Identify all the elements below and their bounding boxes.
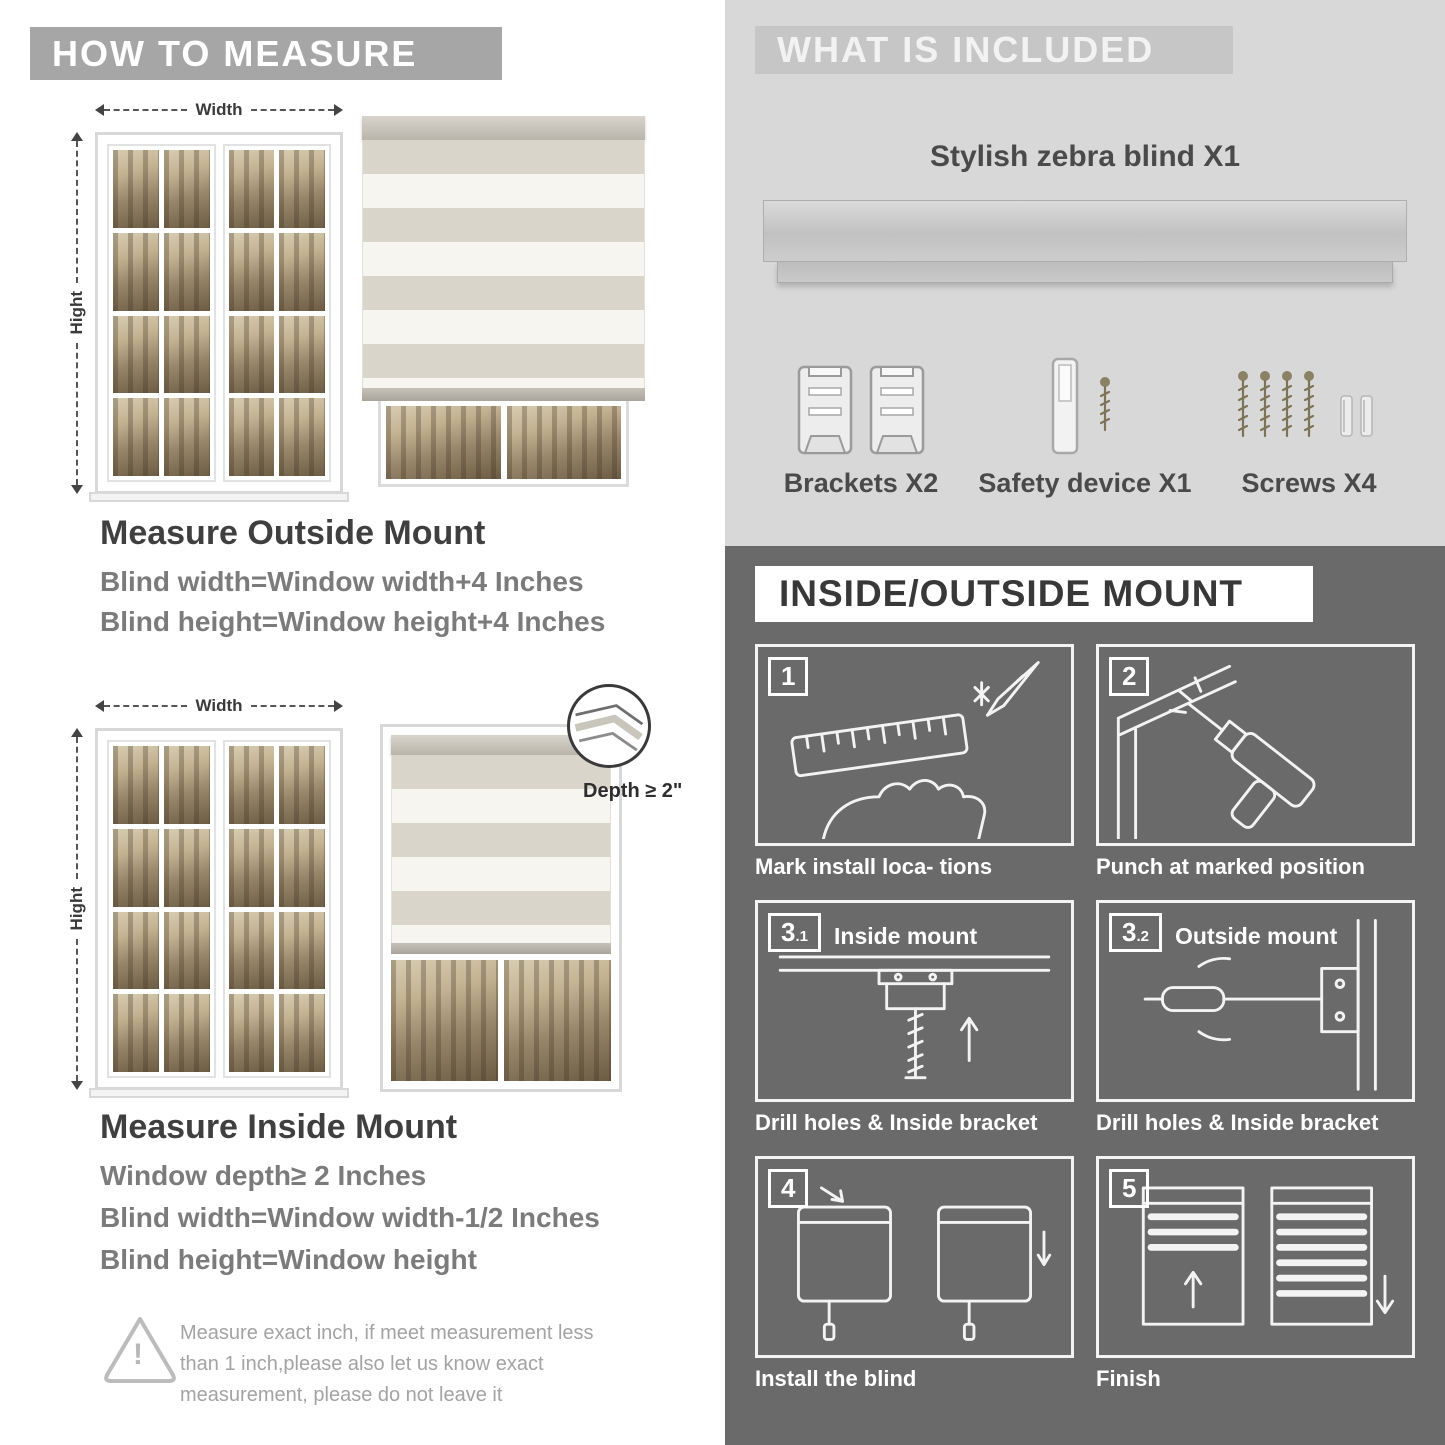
screws-label: Screws X4 <box>1241 468 1377 498</box>
step-number-badge: 1 <box>768 657 809 697</box>
window-below-blind <box>391 954 611 1081</box>
arrow-down-icon <box>71 485 83 494</box>
arrow-left-icon <box>95 700 104 712</box>
blind-stripes <box>362 140 645 388</box>
safety-device-icon <box>1039 330 1131 458</box>
what-is-included-section: WHAT IS INCLUDED Stylish zebra blind X1 <box>725 0 1445 546</box>
product-name: Stylish zebra blind X1 <box>929 140 1241 173</box>
screws-icon <box>1229 330 1389 458</box>
mount-step-3-1: 3.1 Inside mount Drill hol <box>755 900 1074 1142</box>
arrow-right-icon <box>334 700 343 712</box>
zebra-blind-headrail-illustration <box>763 200 1407 283</box>
window-sill <box>89 492 349 502</box>
arrow-up-icon <box>71 728 83 737</box>
window-below-blind <box>378 401 629 487</box>
inside-width-arrow: Width <box>95 696 343 716</box>
measurement-warning-text: Measure exact inch, if meet measurement … <box>180 1322 594 1406</box>
step-caption: Drill holes & Inside bracket <box>1096 1110 1379 1135</box>
depth-zoom-circle <box>567 684 651 768</box>
outside-bracket-illustration <box>1143 918 1377 1091</box>
step-caption: Finish <box>1096 1366 1161 1391</box>
step-caption: Install the blind <box>755 1366 917 1391</box>
mount-steps-grid: 1 <box>755 644 1415 1398</box>
mount-step-3-2: 3.2 Outside mount Drill holes & Inside <box>1096 900 1415 1142</box>
blind-headrail <box>362 116 645 140</box>
drill-illustration <box>1116 664 1316 839</box>
how-to-measure-header-label: HOW TO MEASURE <box>52 33 418 74</box>
blind-bottomrail <box>391 943 611 954</box>
step-title: Outside mount <box>1175 923 1338 949</box>
inside-height-arrow: Hight <box>64 728 90 1090</box>
how-to-measure-section: HOW TO MEASURE Width Hight <box>0 0 722 1445</box>
included-items-row: Brackets X2 Safety device X1 <box>749 330 1421 499</box>
outside-formula-width: Blind width=Window width+4 Inches <box>100 566 584 597</box>
included-item-screws: Screws X4 <box>1197 330 1421 499</box>
window-sill <box>89 1088 349 1098</box>
step-number-badge: 5 <box>1109 1169 1150 1209</box>
mount-instructions-section: INSIDE/OUTSIDE MOUNT 1 <box>725 546 1445 1445</box>
measure-mark-illustration <box>790 661 1040 839</box>
step-caption: Mark install loca- tions <box>755 854 993 879</box>
inside-bracket-illustration <box>778 955 1051 1080</box>
inside-mount-title: Measure Inside Mount <box>100 1108 458 1146</box>
inside-width-label: Width <box>195 696 243 715</box>
install-blind-illustration <box>797 1186 1052 1341</box>
safety-device-label: Safety device X1 <box>978 468 1192 498</box>
mount-header-label: INSIDE/OUTSIDE MOUNT <box>779 573 1244 614</box>
step-number-badge: 4 <box>768 1169 809 1209</box>
outside-mount-title: Measure Outside Mount <box>100 514 486 552</box>
outside-width-arrow: Width <box>95 100 343 120</box>
blind-stripes <box>391 755 611 943</box>
brackets-label: Brackets X2 <box>783 468 939 498</box>
arrow-up-icon <box>71 132 83 141</box>
inside-formula-height: Blind height=Window height <box>100 1244 477 1275</box>
arrow-left-icon <box>95 104 104 116</box>
warning-icon: ! <box>100 1312 180 1388</box>
outside-height-label: Hight <box>67 291 86 335</box>
window-sash <box>222 740 331 1078</box>
step-number-badge: 2 <box>1109 657 1150 697</box>
mount-step-1: 1 <box>755 644 1074 886</box>
step-number-badge: 3.1 <box>768 913 821 953</box>
zebra-blind-illustration-inside <box>380 724 622 1092</box>
how-to-measure-header: HOW TO MEASURE <box>30 27 502 80</box>
blind-bottomrail <box>362 388 645 401</box>
window-illustration-inside <box>89 728 349 1098</box>
arrow-right-icon <box>334 104 343 116</box>
window-sash <box>107 144 216 482</box>
included-item-safety-device: Safety device X1 <box>973 330 1197 499</box>
window-illustration-outside <box>89 132 349 502</box>
window-sash <box>222 144 331 482</box>
outside-width-label: Width <box>195 100 243 119</box>
included-item-brackets: Brackets X2 <box>749 330 973 499</box>
step-number-badge: 3.2 <box>1109 913 1162 953</box>
inside-height-label: Hight <box>67 887 86 931</box>
warning-exclamation: ! <box>133 1338 143 1371</box>
arrow-down-icon <box>71 1081 83 1090</box>
window-sash <box>107 740 216 1078</box>
brackets-icon <box>796 330 926 458</box>
mount-step-5: 5 <box>1096 1156 1415 1398</box>
inside-formula-width: Blind width=Window width-1/2 Inches <box>100 1202 600 1233</box>
mount-step-4: 4 Instal <box>755 1156 1074 1398</box>
outside-formula-height: Blind height=Window height+4 Inches <box>100 606 606 637</box>
outside-height-arrow: Hight <box>64 132 90 494</box>
mount-step-2: 2 Punch at marked position <box>1096 644 1415 886</box>
step-title: Inside mount <box>834 923 978 949</box>
what-is-included-header-label: WHAT IS INCLUDED <box>777 29 1155 70</box>
step-caption: Punch at marked position <box>1096 854 1365 879</box>
depth-requirement-label: Depth ≥ 2" <box>583 780 683 802</box>
step-caption: Drill holes & Inside bracket <box>755 1110 1038 1135</box>
blind-headrail <box>391 735 611 755</box>
zebra-blind-illustration-outside <box>362 116 645 487</box>
what-is-included-header: WHAT IS INCLUDED <box>755 26 1233 74</box>
window-corner-zoom-icon <box>574 704 644 752</box>
mount-header: INSIDE/OUTSIDE MOUNT <box>755 566 1313 622</box>
finish-illustration <box>1141 1186 1395 1326</box>
inside-formula-depth: Window depth≥ 2 Inches <box>100 1160 427 1191</box>
